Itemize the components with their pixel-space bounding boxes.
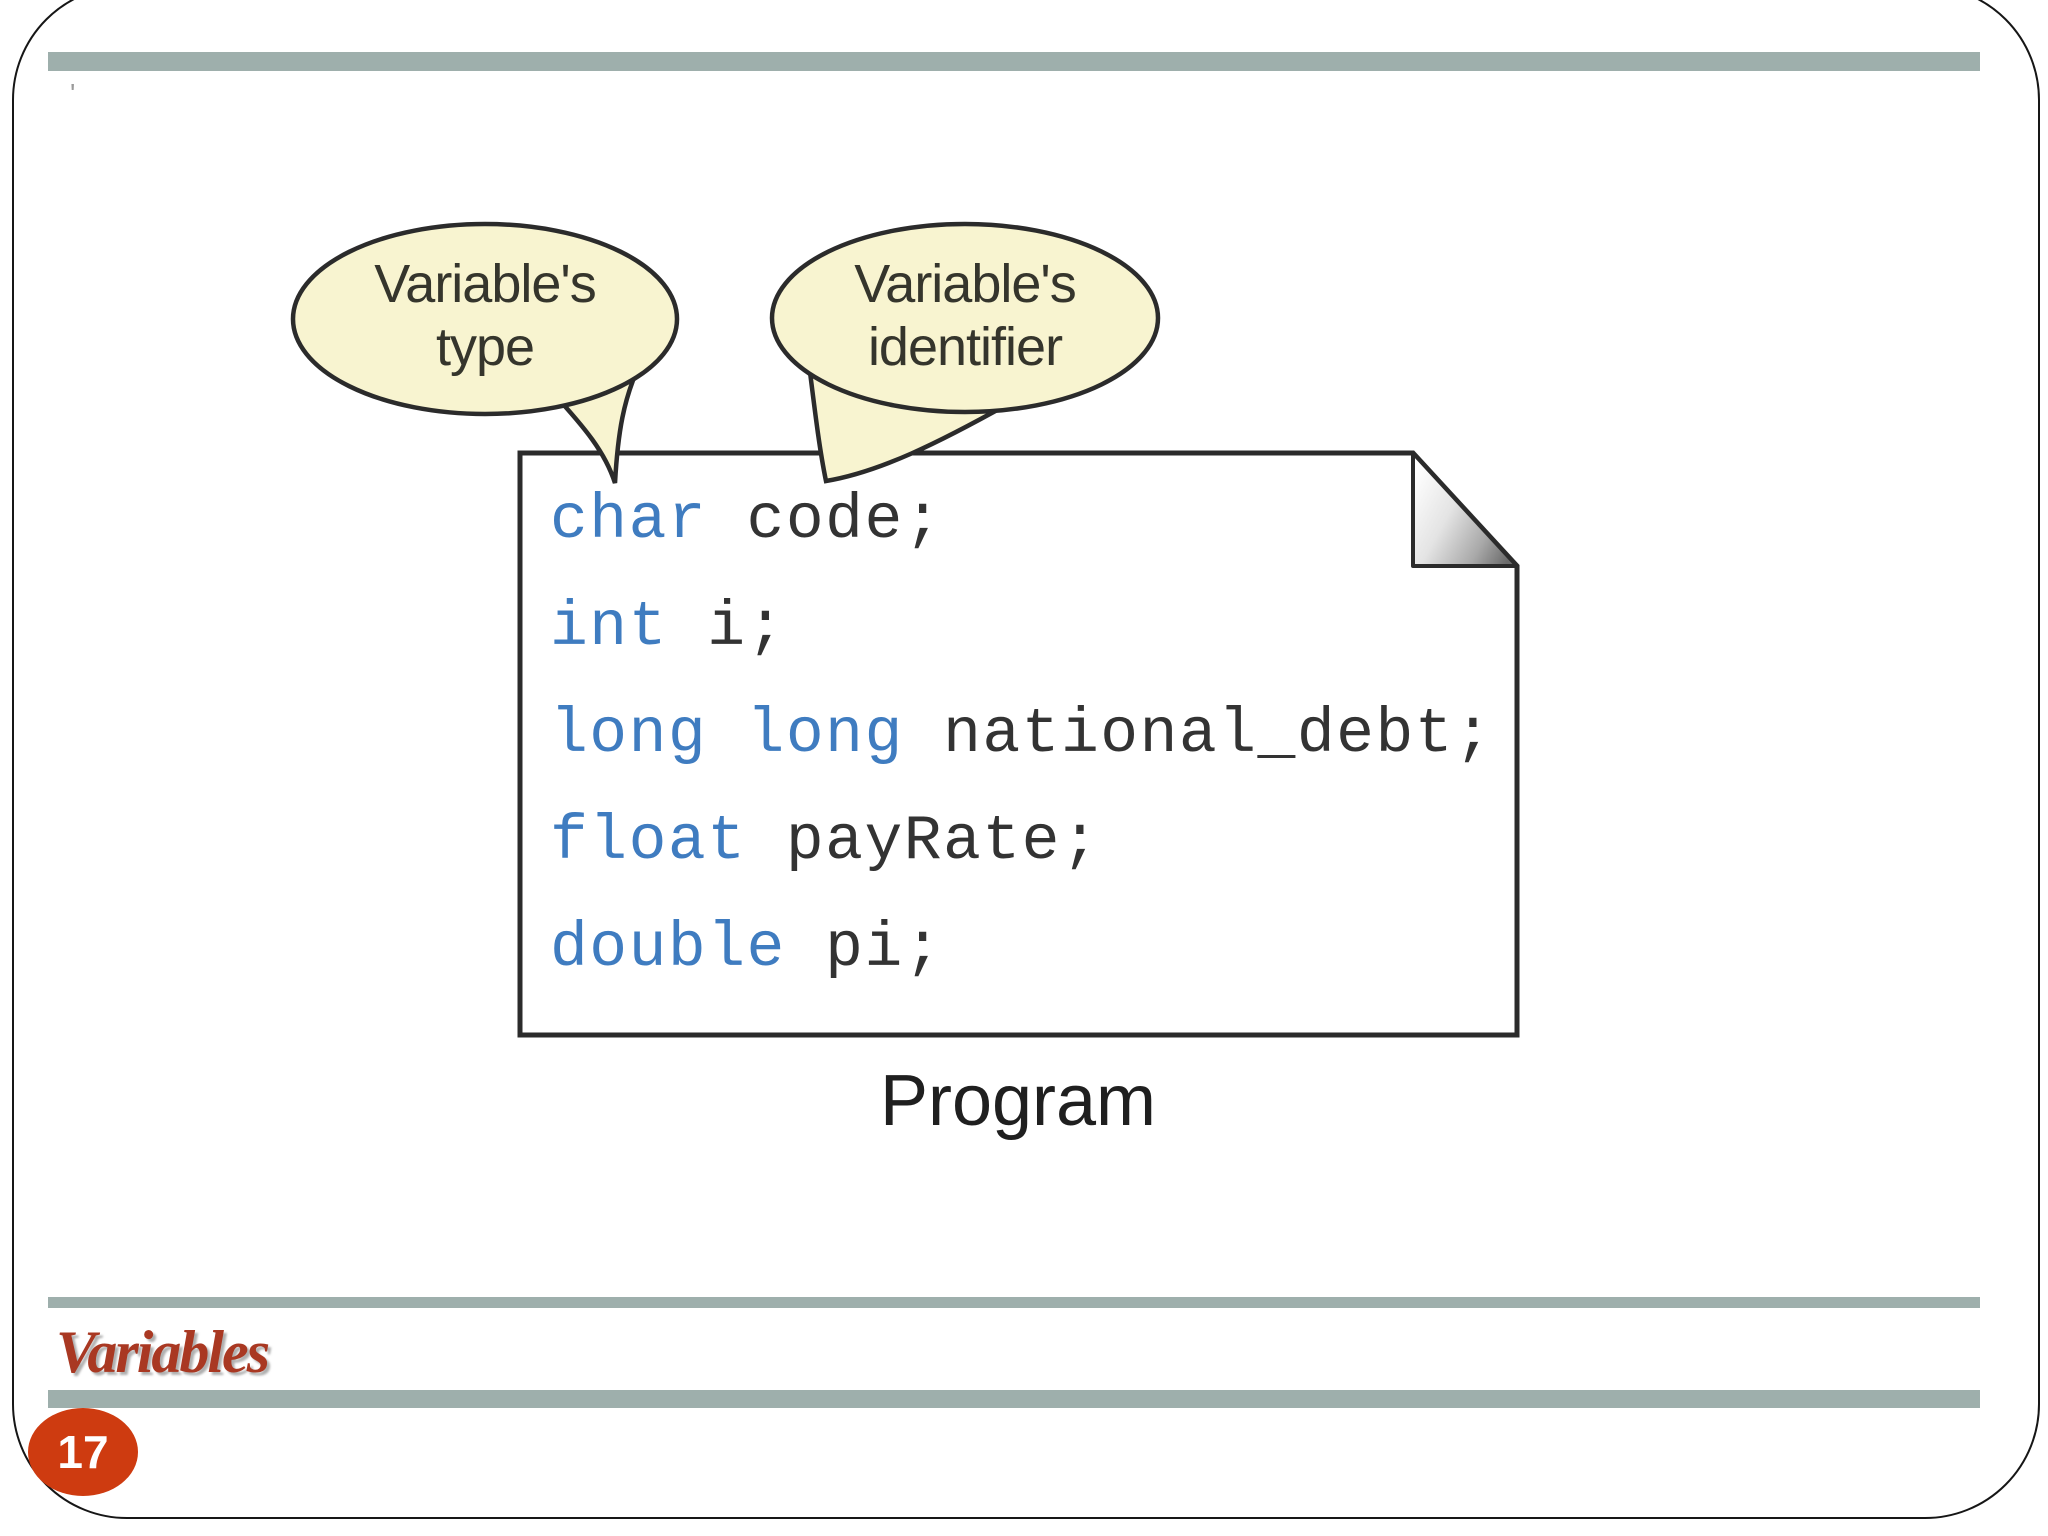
callout-type-line1: Variable's <box>374 254 596 314</box>
code-keyword: double <box>550 913 786 984</box>
page-number: 17 <box>57 1426 109 1478</box>
code-line-int: int i; <box>550 595 1493 661</box>
callout-identifier-line1: Variable's <box>854 254 1076 314</box>
code-keyword: char <box>550 485 708 556</box>
page-number-badge: 17 <box>28 1408 138 1496</box>
code-identifier: code; <box>707 485 944 556</box>
code-identifier: payRate; <box>746 806 1101 877</box>
stray-apostrophe-mark: ' <box>70 78 76 109</box>
code-identifier: pi; <box>785 913 944 984</box>
program-code: char code; int i; long long national_deb… <box>550 488 1493 1023</box>
code-identifier: national_debt; <box>903 699 1494 770</box>
code-line-float: float payRate; <box>550 809 1493 875</box>
footer-divider-thick <box>48 1390 1980 1408</box>
code-keyword: int <box>550 592 668 663</box>
code-line-char: char code; <box>550 488 1493 554</box>
program-label: Program <box>879 1061 1157 1141</box>
callout-identifier-line2: identifier <box>867 317 1063 377</box>
code-line-double: double pi; <box>550 916 1493 982</box>
callout-text-identifier: Variable's identifier <box>765 253 1165 379</box>
footer-divider-thin <box>48 1297 1980 1308</box>
callout-type-line2: type <box>435 317 535 377</box>
page-fold-corner <box>1411 451 1519 568</box>
callout-bubble-identifier <box>769 221 1161 415</box>
code-line-long-long: long long national_debt; <box>550 702 1493 768</box>
code-identifier: i; <box>667 592 786 663</box>
callout-bubble-type <box>290 221 680 417</box>
slide-title: Variables <box>56 1319 270 1385</box>
code-keyword: long long <box>550 699 904 770</box>
callout-text-type: Variable's type <box>285 253 685 379</box>
top-divider-bar <box>48 52 1980 71</box>
program-box <box>517 450 1520 1038</box>
code-keyword: float <box>550 806 747 877</box>
